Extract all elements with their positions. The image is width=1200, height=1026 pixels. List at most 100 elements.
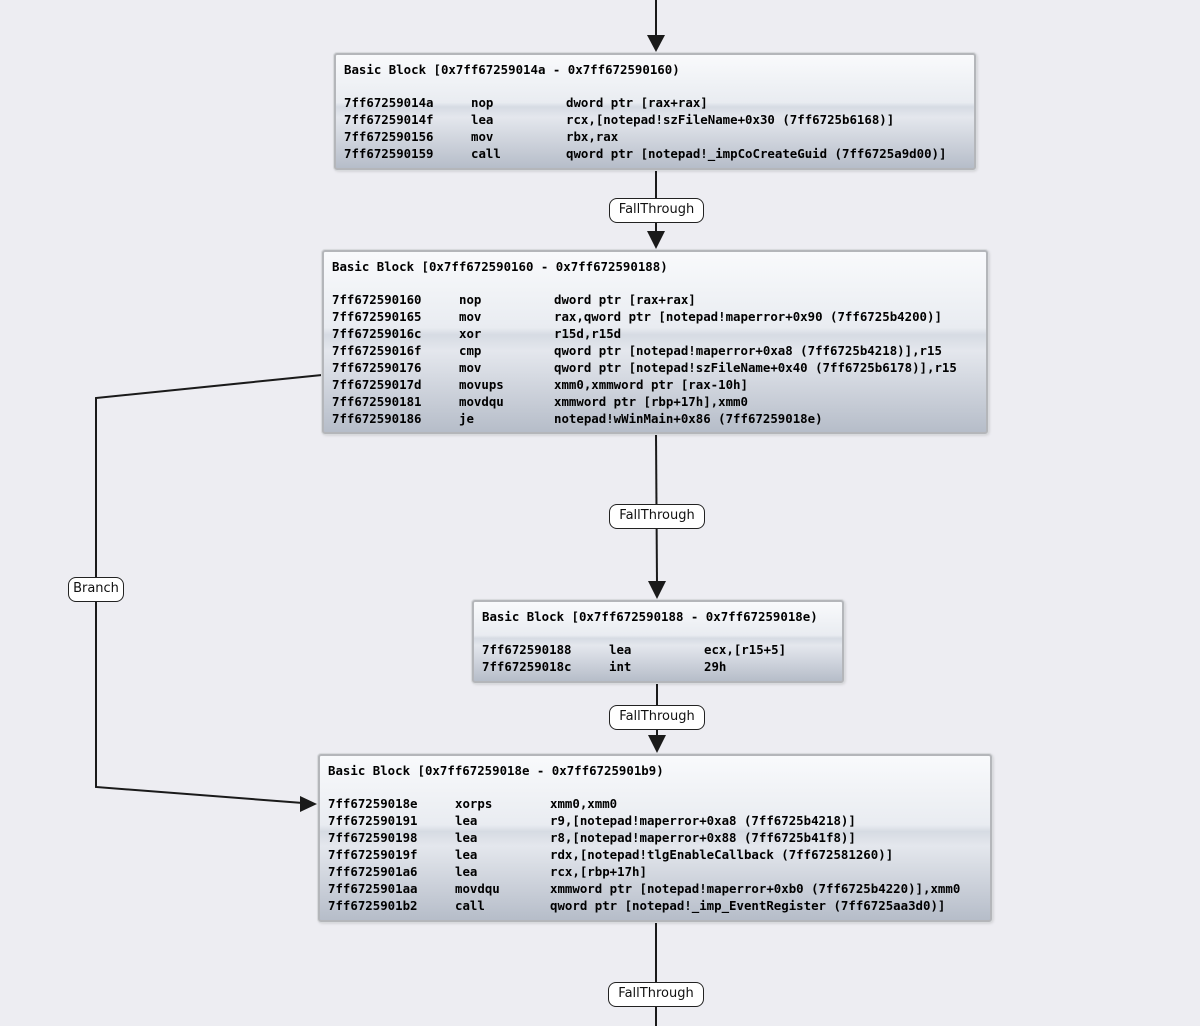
instruction-address: 7ff672590188 [482,642,572,657]
instruction-address: 7ff672590181 [332,394,422,409]
instruction-address: 7ff672590156 [344,129,434,144]
arrowhead-fallthrough-1 [647,231,665,249]
instruction-mnemonic: mov [459,360,482,375]
instruction-operands: rbx,rax [566,129,619,144]
instruction-row[interactable]: 7ff672590160 nop dword ptr [rax+rax] [332,291,986,308]
instruction-row[interactable]: 7ff672590165 mov rax,qword ptr [notepad!ma… [332,308,986,325]
instruction-row[interactable]: 7ff67259018e xorps xmm0,xmm0 [328,795,990,812]
block-title: Basic Block [0x7ff67259014a - 0x7ff67259… [344,62,680,77]
instruction-mnemonic: call [455,898,485,913]
instruction-operands: rcx,[notepad!szFileName+0x30 (7ff6725b61… [566,112,895,127]
instruction-operands: rax,qword ptr [notepad!maperror+0x90 (7f… [554,309,942,324]
edge-label-fallthrough-2[interactable]: FallThrough [609,504,705,529]
instruction-row[interactable]: 7ff67259018c int 29h [482,658,842,675]
instruction-address: 7ff672590176 [332,360,422,375]
instruction-address: 7ff67259017d [332,377,422,392]
instruction-mnemonic: movdqu [459,394,504,409]
instruction-row[interactable]: 7ff67259016f cmp qword ptr [notepad!maperr… [332,342,986,359]
edge-branch [95,374,323,804]
instruction-row[interactable]: 7ff67259017d movups xmm0,xmmword ptr [rax-… [332,376,986,393]
instruction-mnemonic: je [459,411,474,426]
instruction-row[interactable]: 7ff6725901b2 call qword ptr [notepad!_imp_… [328,897,990,914]
instruction-row[interactable]: 7ff67259019f lea rdx,[notepad!tlgEnableCal… [328,846,990,863]
edge-label-fallthrough-4[interactable]: FallThrough [608,982,704,1007]
instruction-address: 7ff67259016c [332,326,422,341]
block-title: Basic Block [0x7ff67259018e - 0x7ff67259… [328,763,664,778]
instruction-operands: dword ptr [rax+rax] [566,95,708,110]
instruction-address: 7ff672590159 [344,146,434,161]
instruction-row[interactable]: 7ff6725901aa movdqu xmmword ptr [notepad!m… [328,880,990,897]
instruction-mnemonic: int [609,659,632,674]
instruction-address: 7ff67259016f [332,343,422,358]
instruction-operands: ecx,[r15+5] [704,642,787,657]
instruction-address: 7ff67259014f [344,112,434,127]
instruction-row[interactable]: 7ff67259016c xor r15d,r15d [332,325,986,342]
instruction-address: 7ff672590165 [332,309,422,324]
instruction-operands: xmm0,xmm0 [550,796,618,811]
instruction-row[interactable]: 7ff672590188 lea ecx,[r15+5] [482,641,842,658]
edge-label-branch[interactable]: Branch [68,577,124,602]
instruction-row[interactable]: 7ff672590159 call qword ptr [notepad!_impC… [344,145,974,162]
instruction-mnemonic: xor [459,326,482,341]
instruction-mnemonic: movups [459,377,504,392]
instruction-operands: qword ptr [notepad!maperror+0xa8 (7ff672… [554,343,942,358]
instruction-address: 7ff67259018c [482,659,572,674]
instruction-mnemonic: lea [455,847,478,862]
instruction-mnemonic: mov [471,129,494,144]
instruction-operands: xmm0,xmmword ptr [rax-10h] [554,377,748,392]
instruction-row[interactable]: 7ff6725901a6 lea rcx,[rbp+17h] [328,863,990,880]
basic-block-4[interactable]: Basic Block [0x7ff67259018e - 0x7ff67259… [318,754,992,922]
basic-block-3[interactable]: Basic Block [0x7ff672590188 - 0x7ff67259… [472,600,844,683]
instruction-mnemonic: xorps [455,796,493,811]
instruction-row[interactable]: 7ff672590181 movdqu xmmword ptr [rbp+17h],… [332,393,986,410]
instruction-mnemonic: movdqu [455,881,500,896]
arrowhead-branch [300,796,317,812]
instruction-address: 7ff672590191 [328,813,418,828]
instruction-row[interactable]: 7ff672590156 mov rbx,rax [344,128,974,145]
edge-label-fallthrough-1[interactable]: FallThrough [609,198,704,223]
instruction-mnemonic: call [471,146,501,161]
instruction-mnemonic: lea [455,864,478,879]
instruction-mnemonic: cmp [459,343,482,358]
instruction-operands: qword ptr [notepad!_impCoCreateGuid (7ff… [566,146,947,161]
instruction-mnemonic: mov [459,309,482,324]
arrowhead-fallthrough-3 [648,735,666,753]
instruction-row[interactable]: 7ff67259014a nop dword ptr [rax+rax] [344,94,974,111]
instruction-operands: dword ptr [rax+rax] [554,292,696,307]
basic-block-2[interactable]: Basic Block [0x7ff672590160 - 0x7ff67259… [322,250,988,434]
instruction-row[interactable]: 7ff672590176 mov qword ptr [notepad!szFile… [332,359,986,376]
instruction-operands: xmmword ptr [rbp+17h],xmm0 [554,394,748,409]
instruction-mnemonic: nop [471,95,494,110]
arrowhead-entry [647,35,665,52]
instruction-operands: r15d,r15d [554,326,622,341]
instruction-address: 7ff672590198 [328,830,418,845]
instruction-row[interactable]: 7ff67259014f lea rcx,[notepad!szFileName+0… [344,111,974,128]
instruction-operands: rcx,[rbp+17h] [550,864,647,879]
instruction-mnemonic: lea [455,830,478,845]
instruction-operands: r9,[notepad!maperror+0xa8 (7ff6725b4218)… [550,813,856,828]
arrowhead-fallthrough-2 [648,581,666,599]
instruction-mnemonic: nop [459,292,482,307]
instruction-operands: qword ptr [notepad!_imp_EventRegister (7… [550,898,946,913]
instruction-operands: rdx,[notepad!tlgEnableCallback (7ff67258… [550,847,894,862]
instruction-address: 7ff6725901a6 [328,864,418,879]
instruction-operands: xmmword ptr [notepad!maperror+0xb0 (7ff6… [550,881,961,896]
instruction-operands: 29h [704,659,727,674]
instruction-address: 7ff67259019f [328,847,418,862]
instruction-address: 7ff672590160 [332,292,422,307]
instruction-address: 7ff6725901b2 [328,898,418,913]
edge-label-fallthrough-3[interactable]: FallThrough [609,705,705,730]
instruction-address: 7ff6725901aa [328,881,418,896]
basic-block-1[interactable]: Basic Block [0x7ff67259014a - 0x7ff67259… [334,53,976,170]
instruction-mnemonic: lea [609,642,632,657]
instruction-mnemonic: lea [471,112,494,127]
instruction-operands: qword ptr [notepad!szFileName+0x40 (7ff6… [554,360,957,375]
block-title: Basic Block [0x7ff672590188 - 0x7ff67259… [482,609,818,624]
instruction-address: 7ff67259018e [328,796,418,811]
block-title: Basic Block [0x7ff672590160 - 0x7ff67259… [332,259,668,274]
instruction-operands: notepad!wWinMain+0x86 (7ff67259018e) [554,411,823,426]
instruction-address: 7ff67259014a [344,95,434,110]
